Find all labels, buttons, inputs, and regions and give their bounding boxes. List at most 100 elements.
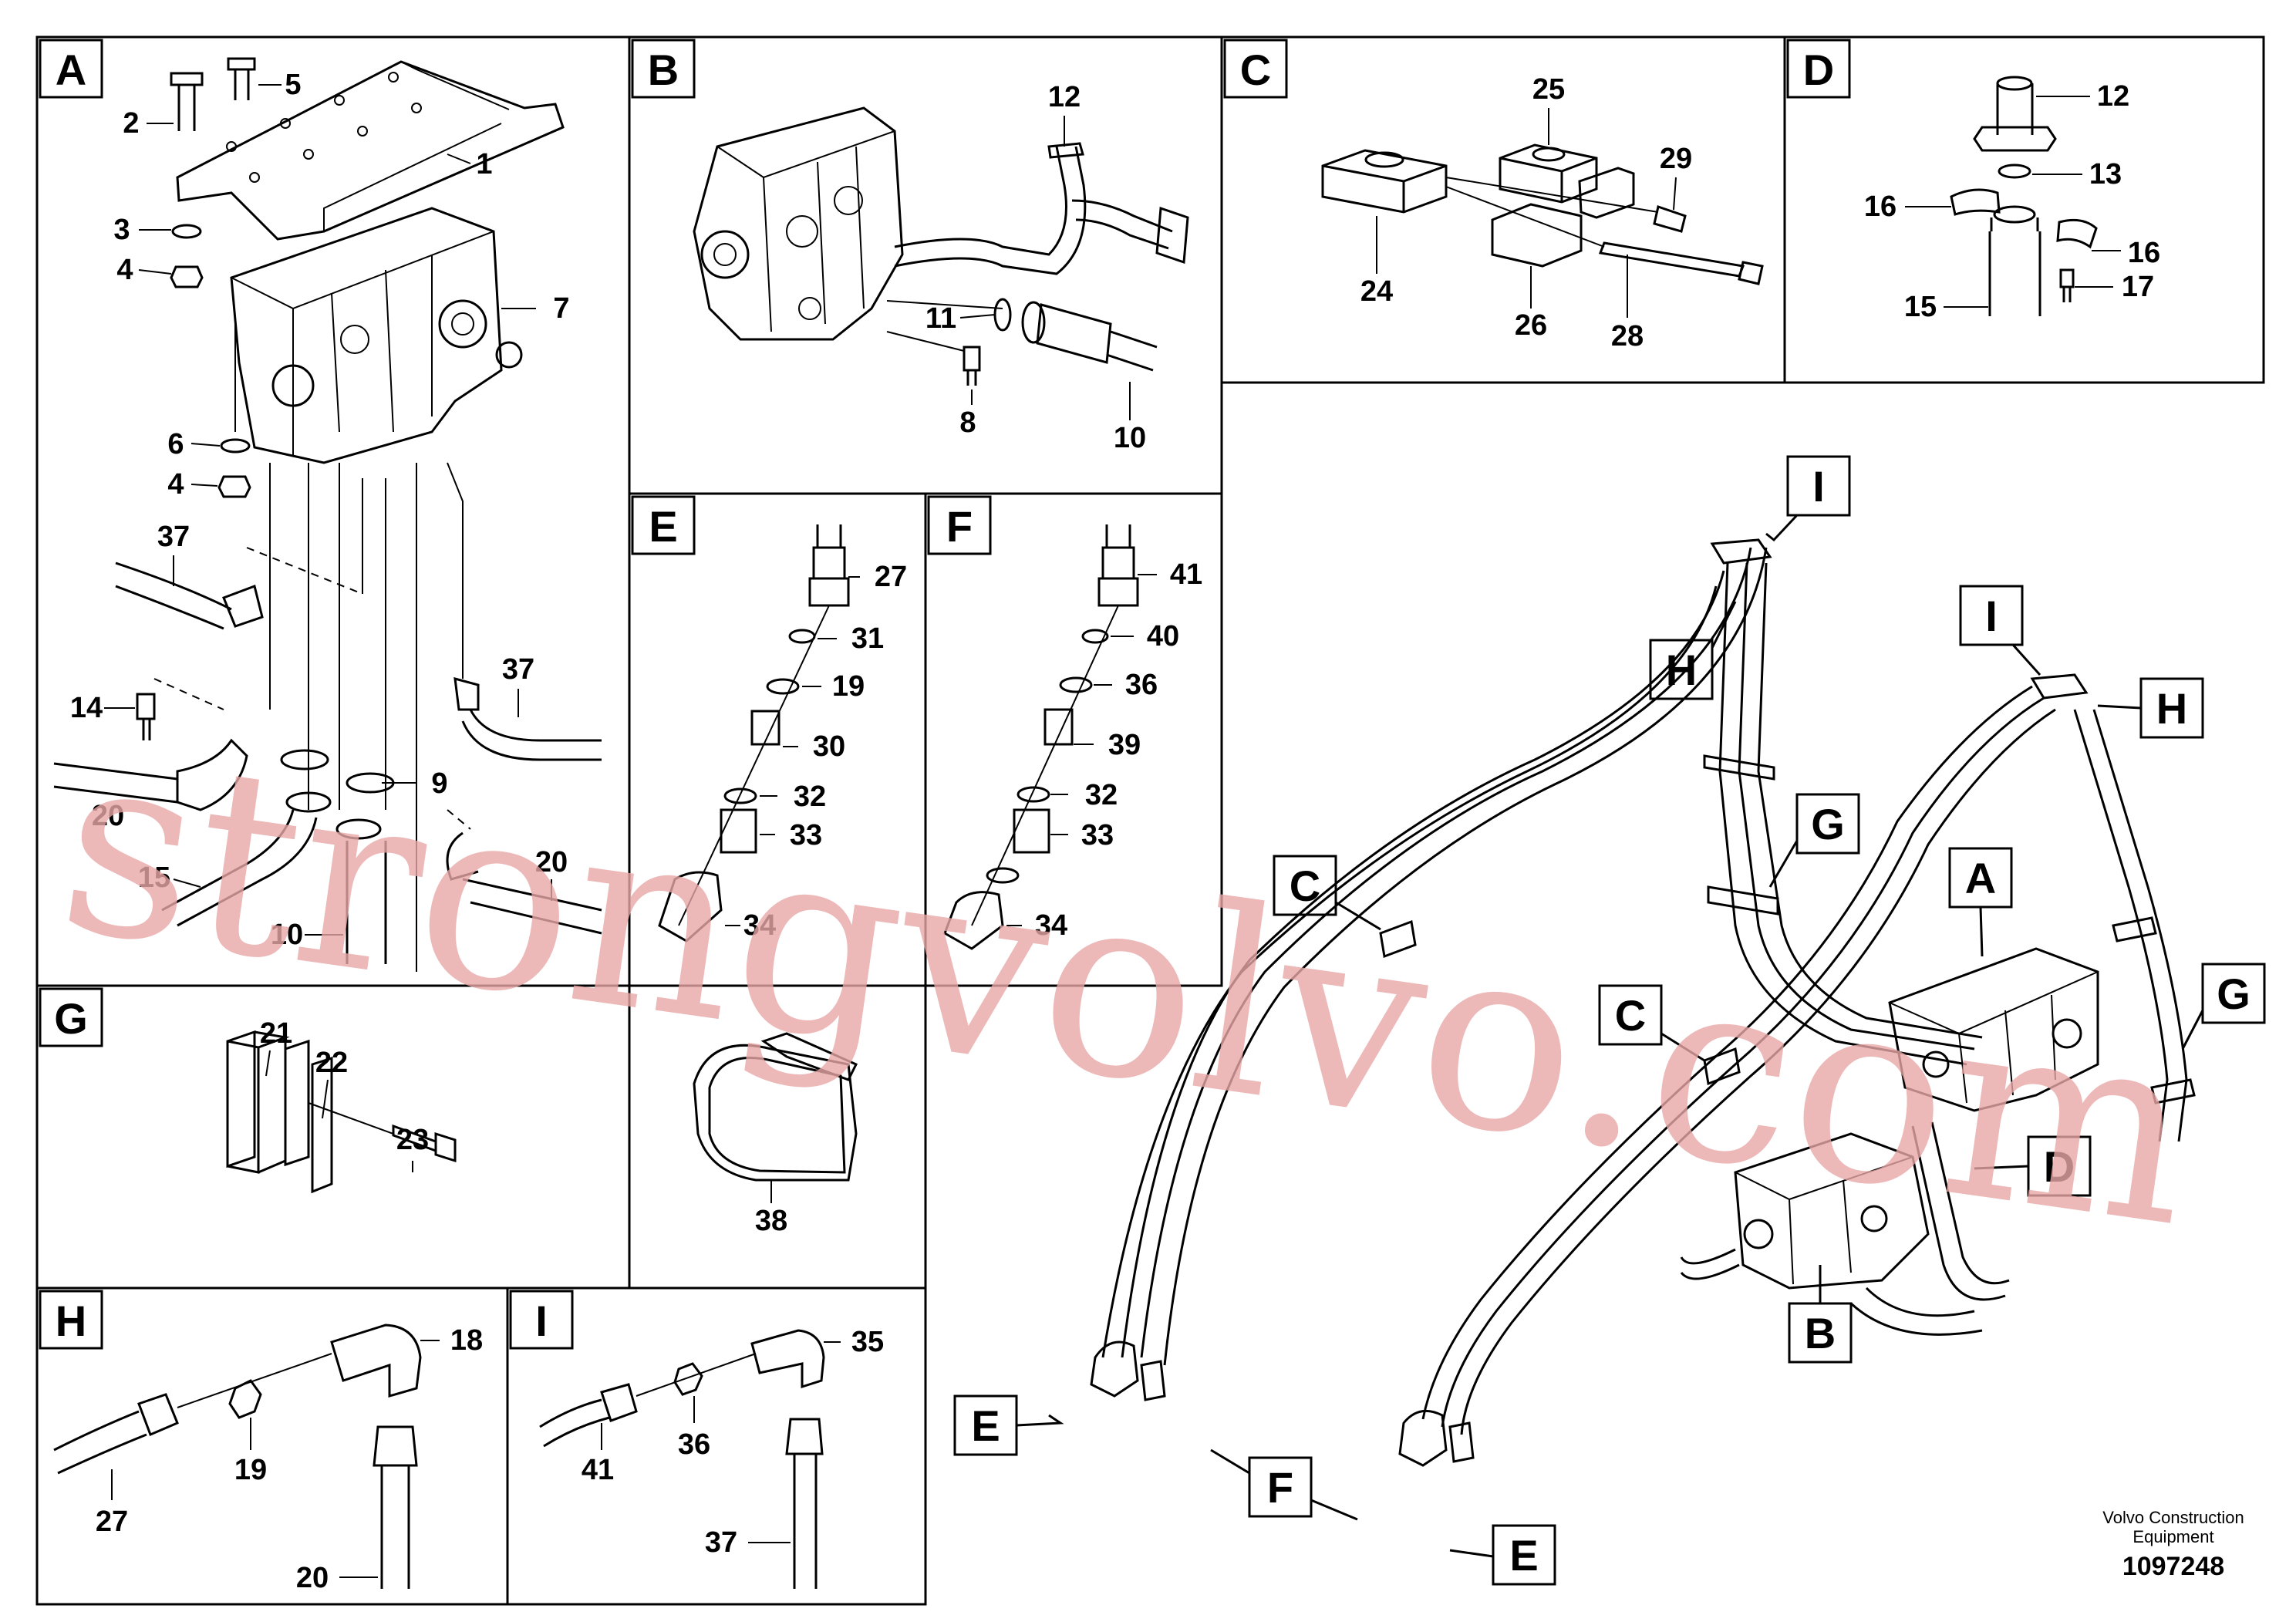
callout-a-5: 5 — [285, 69, 301, 101]
elbow-18 — [330, 1324, 422, 1398]
overview-refs: I H I H G G C C A D B E F E — [953, 455, 2266, 1586]
callout-b-10: 10 — [1114, 422, 1146, 454]
callout-b-8: 8 — [959, 406, 976, 439]
callout-g-21: 21 — [260, 1017, 292, 1050]
ref-g-2: G — [2181, 963, 2266, 1050]
panel-h-callouts: 18 19 27 20 — [96, 1324, 483, 1594]
callout-c-24: 24 — [1360, 275, 1393, 308]
panel-frames — [35, 35, 2265, 1606]
callout-a-7: 7 — [553, 292, 569, 325]
overview-assembly — [1090, 538, 2196, 1467]
callout-i-35: 35 — [851, 1326, 884, 1358]
callout-a-20: 20 — [92, 800, 124, 832]
ref-b: B — [1788, 1265, 1853, 1364]
callout-h-18: 18 — [450, 1324, 483, 1357]
ref-d: D — [1974, 1135, 2092, 1197]
callout-a-37: 37 — [157, 521, 190, 553]
callout-c-29: 29 — [1660, 143, 1692, 175]
panel-i-callouts: 35 36 41 37 — [582, 1326, 884, 1559]
callout-e-27: 27 — [875, 561, 907, 593]
badge-a: A — [39, 39, 103, 99]
callout-g-23: 23 — [396, 1124, 429, 1156]
ref-a: A — [1948, 847, 2013, 957]
badge-f: F — [927, 495, 992, 555]
panel-e-callouts: 27 31 19 30 32 33 34 — [725, 561, 907, 942]
callout-a-37b: 37 — [502, 653, 534, 686]
callout-a-6: 6 — [167, 428, 184, 460]
valve-b-overview — [1734, 1132, 1930, 1290]
callout-i-37: 37 — [705, 1526, 737, 1559]
flange-d — [1973, 126, 2057, 152]
callout-e-19: 19 — [832, 670, 865, 703]
badge-e-text: E — [649, 502, 677, 551]
badge-i: I — [509, 1290, 574, 1350]
badge-b-text: B — [648, 46, 679, 94]
callout-i-36: 36 — [678, 1428, 710, 1461]
callout-e-34: 34 — [743, 909, 776, 942]
callout-e-30: 30 — [813, 730, 845, 763]
callout-f-41: 41 — [1170, 558, 1202, 591]
ref-e-1: E — [953, 1394, 1064, 1456]
panel-h-drawing — [53, 1324, 422, 1589]
badge-f-text: F — [946, 502, 973, 551]
panel-38-drawing — [693, 1032, 858, 1203]
panel-c-drawing — [1321, 143, 1764, 285]
ref-c-2-text: C — [1615, 991, 1646, 1040]
badge-a-text: A — [56, 46, 86, 94]
ref-i-1: I — [1765, 455, 1851, 542]
cover-plate-22 — [311, 1056, 333, 1194]
callout-f-32: 32 — [1085, 779, 1118, 811]
badge-c-text: C — [1240, 46, 1271, 94]
badge-g: G — [39, 987, 103, 1047]
callout-e-33: 33 — [790, 819, 822, 851]
panel-d-callouts: 12 13 16 16 17 15 — [1864, 80, 2160, 323]
ref-g-2-text: G — [2217, 969, 2250, 1018]
badge-d: D — [1786, 39, 1851, 99]
panel-g-drawing — [226, 1030, 457, 1194]
callout-e-32: 32 — [794, 781, 826, 813]
panel-38-callouts: 38 — [755, 1205, 787, 1237]
panel-f-frame — [924, 492, 1223, 987]
callout-b-11: 11 — [925, 302, 956, 335]
callout-a-10: 10 — [271, 919, 303, 951]
ref-i-2-text: I — [1985, 592, 1998, 640]
watermark: strongvolvo.com — [46, 692, 2210, 1283]
callout-e-31: 31 — [851, 622, 884, 655]
ref-c-2: C — [1598, 984, 1705, 1062]
panel-h-frame — [35, 1286, 509, 1606]
ref-h-1: H — [1649, 601, 1737, 700]
callout-c-28: 28 — [1611, 320, 1644, 352]
panel-b-callouts: 12 11 8 10 — [925, 81, 1146, 454]
badge-d-text: D — [1803, 46, 1834, 94]
callout-d-16: 16 — [1864, 191, 1896, 223]
callout-a-9: 9 — [431, 767, 447, 800]
strap-38 — [693, 1044, 858, 1182]
ref-g-1-text: G — [1811, 800, 1845, 848]
panel-i-drawing — [539, 1329, 825, 1589]
callout-h-19: 19 — [234, 1454, 267, 1486]
clamp-half-21 — [226, 1030, 290, 1174]
elbow-35 — [750, 1329, 825, 1389]
callout-g-38: 38 — [755, 1205, 787, 1237]
cover-plate-26 — [1491, 203, 1583, 268]
panel-f-drawing — [943, 524, 1139, 950]
ref-e-1-text: E — [971, 1401, 1000, 1450]
callout-f-39: 39 — [1108, 729, 1141, 761]
callout-d-17: 17 — [2122, 271, 2154, 303]
panel-c-callouts: 25 29 24 26 28 — [1360, 73, 1692, 352]
callout-f-36: 36 — [1125, 669, 1158, 701]
ref-e-2: E — [1449, 1524, 1556, 1586]
badge-g-text: G — [54, 994, 88, 1043]
callout-a-15: 15 — [138, 862, 170, 894]
credit-line-2: Equipment — [2132, 1527, 2213, 1546]
callout-g-22: 22 — [315, 1047, 348, 1079]
panel-badges: A B C D E F G H I — [39, 39, 1851, 1350]
badge-c: C — [1223, 39, 1288, 99]
ref-c-1: C — [1273, 855, 1381, 931]
badge-e: E — [631, 495, 696, 555]
ref-f: F — [1210, 1448, 1358, 1521]
callout-a-20b: 20 — [535, 846, 568, 878]
callout-i-41: 41 — [582, 1454, 614, 1486]
callout-c-25: 25 — [1532, 73, 1565, 106]
